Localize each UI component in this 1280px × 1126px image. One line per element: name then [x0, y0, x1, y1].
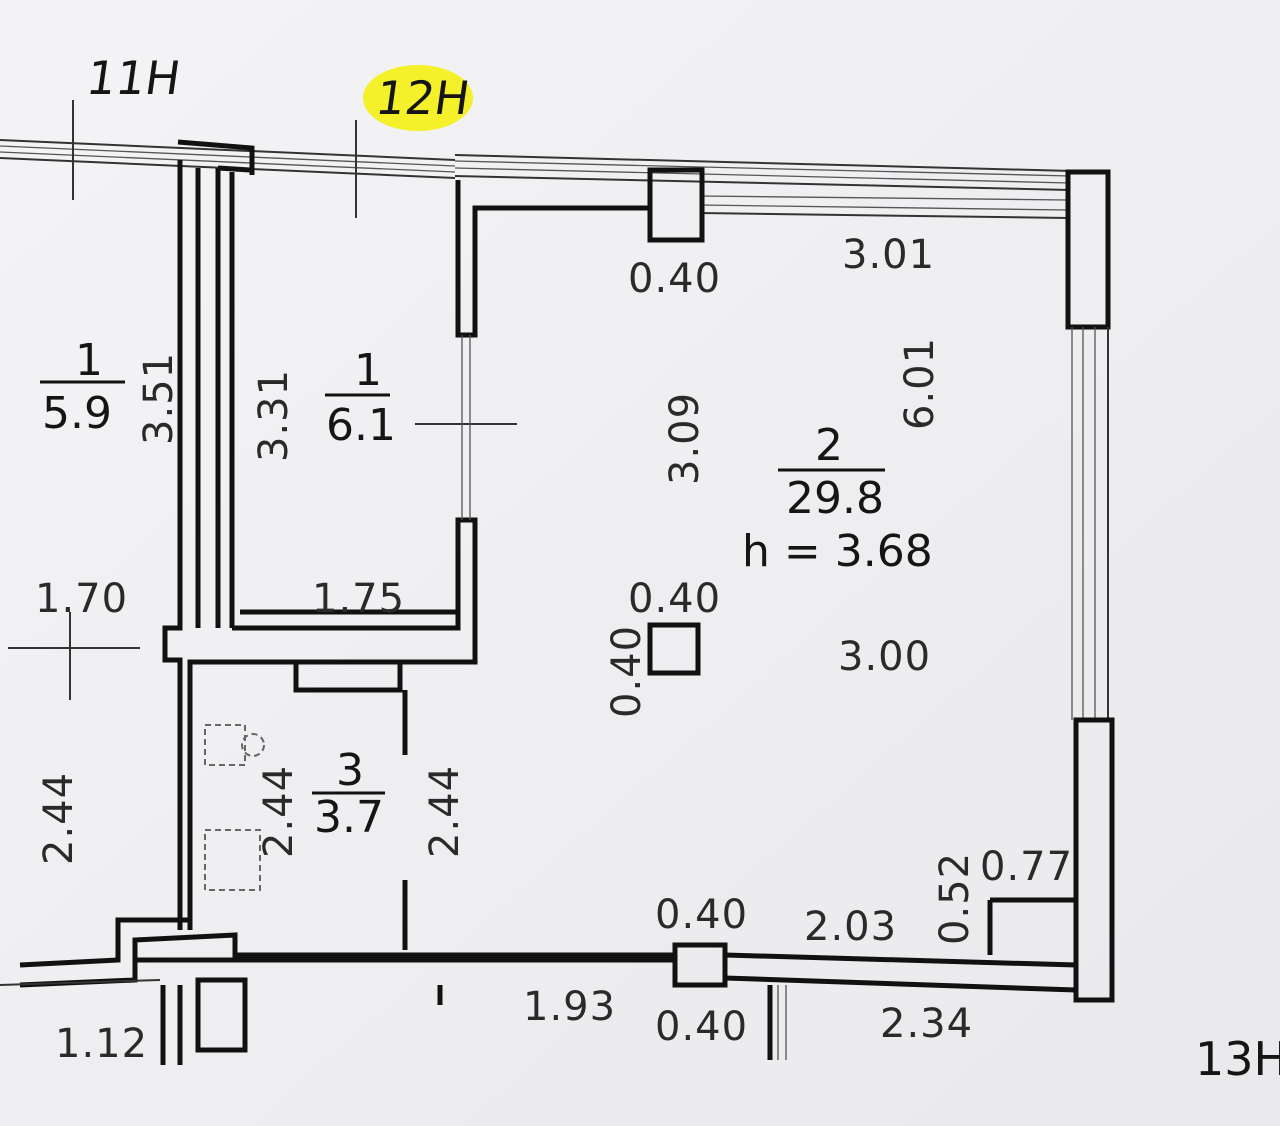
dim-label: 2.44 — [36, 772, 82, 865]
facade-top — [0, 139, 1111, 219]
dim-label: 1.93 — [523, 984, 616, 1030]
dim-label: 2.44 — [256, 765, 302, 858]
room-area: 6.1 — [326, 400, 396, 451]
room-number: 1 — [75, 335, 103, 386]
dim-label: 0.40 — [628, 256, 721, 302]
dim-label: 2.34 — [880, 1001, 973, 1047]
dim-label: 3.31 — [251, 369, 297, 462]
room-number: 3 — [336, 745, 364, 796]
room-area: 29.8 — [786, 473, 884, 524]
dim-label: 0.77 — [980, 844, 1073, 890]
room-number: 2 — [815, 420, 843, 471]
axis-label-13h: 13Н — [1195, 1032, 1280, 1086]
room-area: 3.7 — [314, 792, 384, 843]
dim-label: 1.75 — [312, 576, 405, 622]
axis-label-11h: 11Н — [83, 51, 184, 105]
dim-label: 0.40 — [655, 1004, 748, 1050]
walls — [0, 139, 1115, 1065]
room-height: h = 3.68 — [742, 526, 933, 577]
dim-label: 2.44 — [422, 765, 468, 858]
dim-label: 2.03 — [804, 904, 897, 950]
axis-ticks — [8, 100, 517, 700]
dim-label: 0.40 — [655, 892, 748, 938]
dim-label: 1.12 — [55, 1021, 148, 1067]
room-bath: 3 3.7 — [312, 745, 385, 843]
room-area: 5.9 — [42, 388, 112, 439]
dim-label: 0.40 — [628, 576, 721, 622]
dim-label: 3.51 — [136, 352, 182, 445]
dim-label: 3.00 — [838, 634, 931, 680]
dim-label: 3.09 — [662, 392, 708, 485]
axis-highlight — [363, 65, 473, 131]
room-number: 1 — [354, 345, 382, 396]
bathroom-fixtures — [204, 724, 265, 891]
dim-label: 6.01 — [897, 337, 943, 430]
dim-label: 3.01 — [842, 232, 935, 278]
dim-label: 0.52 — [932, 852, 978, 945]
dim-label: 1.70 — [35, 576, 128, 622]
room-main: 2 29.8 h = 3.68 — [742, 420, 933, 577]
room-left: 1 5.9 — [40, 335, 125, 439]
room-middle: 1 6.1 — [325, 345, 396, 451]
axis-label-12h: 12Н — [372, 71, 473, 125]
dim-label: 0.40 — [604, 625, 650, 718]
